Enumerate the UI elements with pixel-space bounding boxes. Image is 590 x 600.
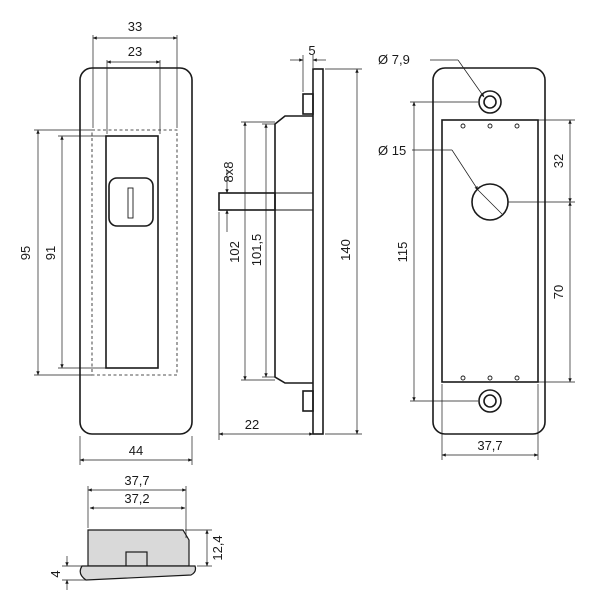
bottom-housing [87,529,190,567]
dim-back-lower: 70 [551,285,566,299]
side-upper-tab [302,93,314,115]
side-view: 5 8x8 102 101,5 140 22 [218,43,362,440]
bottom-pin [125,551,148,567]
dim-bottom-height: 12,4 [210,535,225,560]
top-screw-hole-inner [483,95,497,109]
side-body [274,115,313,384]
back-housing [441,119,539,383]
front-cutout-hidden-outline [91,129,178,376]
dim-bottom-width-inner: 37,2 [124,491,149,506]
dim-back-hole-small: Ø 7,9 [378,52,410,67]
dim-side-depth-b: 101,5 [249,234,264,267]
side-pin [218,192,276,211]
finger-slot-icon [127,187,134,219]
dim-side-projection: 22 [245,417,259,432]
dim-bottom-thickness: 4 [48,570,63,577]
pull-slot [108,177,154,227]
side-lower-tab [302,390,314,412]
bottom-view: 37,7 37,2 12,4 4 [48,473,225,590]
dim-back-hole-large: Ø 15 [378,143,406,158]
dim-side-height: 140 [338,239,353,261]
dim-side-depth-a: 102 [227,241,242,263]
bottom-flange [79,565,197,581]
dim-back-width: 37,7 [477,438,502,453]
dim-back-height: 115 [395,242,410,263]
top-screw-hole [478,90,502,114]
dim-front-height-inner: 91 [43,246,58,260]
bottom-screw-hole-inner [483,394,497,408]
side-plate [312,68,324,435]
dim-bottom-width-outer: 37,7 [124,473,149,488]
dim-front-width-inner: 23 [128,44,142,59]
dim-front-width-outer: 33 [128,19,142,34]
front-recess [105,135,159,369]
back-view: Ø 7,9 Ø 15 115 32 70 37,7 [378,52,575,460]
back-plate-outline [432,67,546,435]
bottom-screw-hole [478,389,502,413]
dim-side-offset: 5 [308,43,315,58]
dim-front-height-outer: 95 [18,246,33,260]
dim-back-top-offset: 32 [551,154,566,168]
front-plate-outline [79,67,193,435]
dim-front-total-width: 44 [129,443,143,458]
dim-side-pin: 8x8 [221,162,236,183]
front-view: 33 23 95 91 44 [18,19,193,465]
